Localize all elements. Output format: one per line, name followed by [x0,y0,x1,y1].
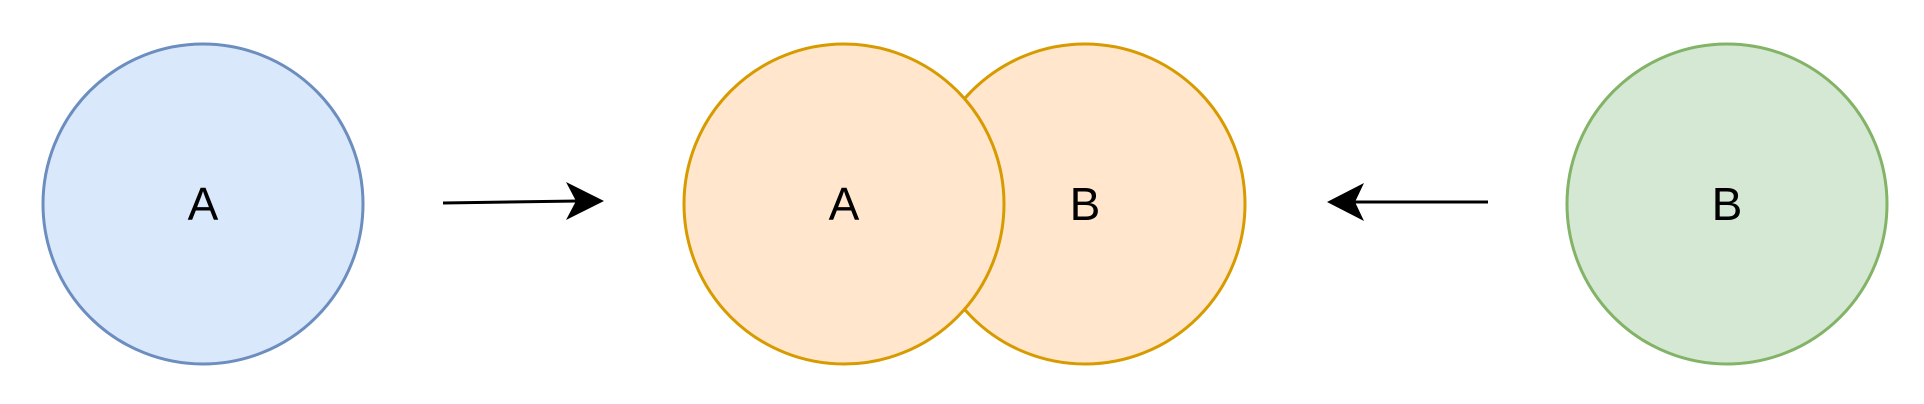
node-center-a-label: A [829,178,860,230]
node-left-a[interactable]: A [41,42,365,366]
node-center-b-label: B [1070,178,1101,230]
node-right-b[interactable]: B [1565,42,1889,366]
node-center-a[interactable]: A [682,42,1006,366]
arrow-right-to-merge [1327,183,1488,221]
node-right-b-circle [1565,42,1889,366]
node-right-b-label: B [1712,178,1743,230]
node-center-a-circle [682,42,1006,366]
arrow-left-shaft [442,199,579,205]
arrow-right-head [1327,183,1364,221]
node-left-a-circle [41,42,365,366]
merged-group: A B [682,42,1247,366]
node-left-a-label: A [188,178,219,230]
arrow-left-head [566,182,604,220]
arrow-left-to-merge [442,182,604,220]
